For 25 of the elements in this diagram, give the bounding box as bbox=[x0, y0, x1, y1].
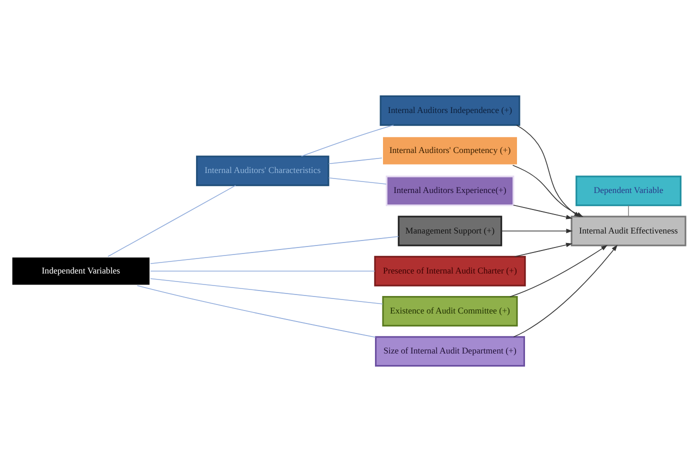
node-box: Independent Variables bbox=[10, 255, 152, 286]
connector bbox=[300, 124, 394, 156]
arrow bbox=[510, 244, 608, 297]
connector bbox=[328, 176, 387, 184]
node-box: Size of Internal Audit Department (+) bbox=[374, 336, 526, 366]
node-box: Internal Auditors' Characteristics bbox=[196, 155, 330, 186]
connector bbox=[108, 184, 236, 256]
connector bbox=[150, 278, 384, 304]
node-box: Presence of Internal Audit Charter (+) bbox=[374, 255, 526, 286]
node-box: Dependent Variable bbox=[576, 175, 682, 206]
connector bbox=[150, 270, 376, 272]
node-box: Internal Auditors' Competency (+) bbox=[381, 135, 519, 166]
arrow bbox=[513, 204, 573, 219]
connector bbox=[150, 236, 399, 264]
connector bbox=[628, 204, 629, 216]
node-box: Management Support (+) bbox=[398, 215, 502, 246]
arrow bbox=[501, 228, 573, 233]
node-box: Existence of Audit Committee (+) bbox=[382, 295, 518, 326]
arrow bbox=[513, 244, 618, 337]
node-box: Internal Audit Effectiveness bbox=[570, 215, 686, 246]
node-box: Internal Auditors Independence (+) bbox=[380, 94, 520, 126]
connector bbox=[328, 157, 382, 164]
connector bbox=[136, 284, 376, 338]
arrow bbox=[514, 242, 572, 257]
node-box: Internal Auditors Experience(+) bbox=[386, 175, 514, 206]
